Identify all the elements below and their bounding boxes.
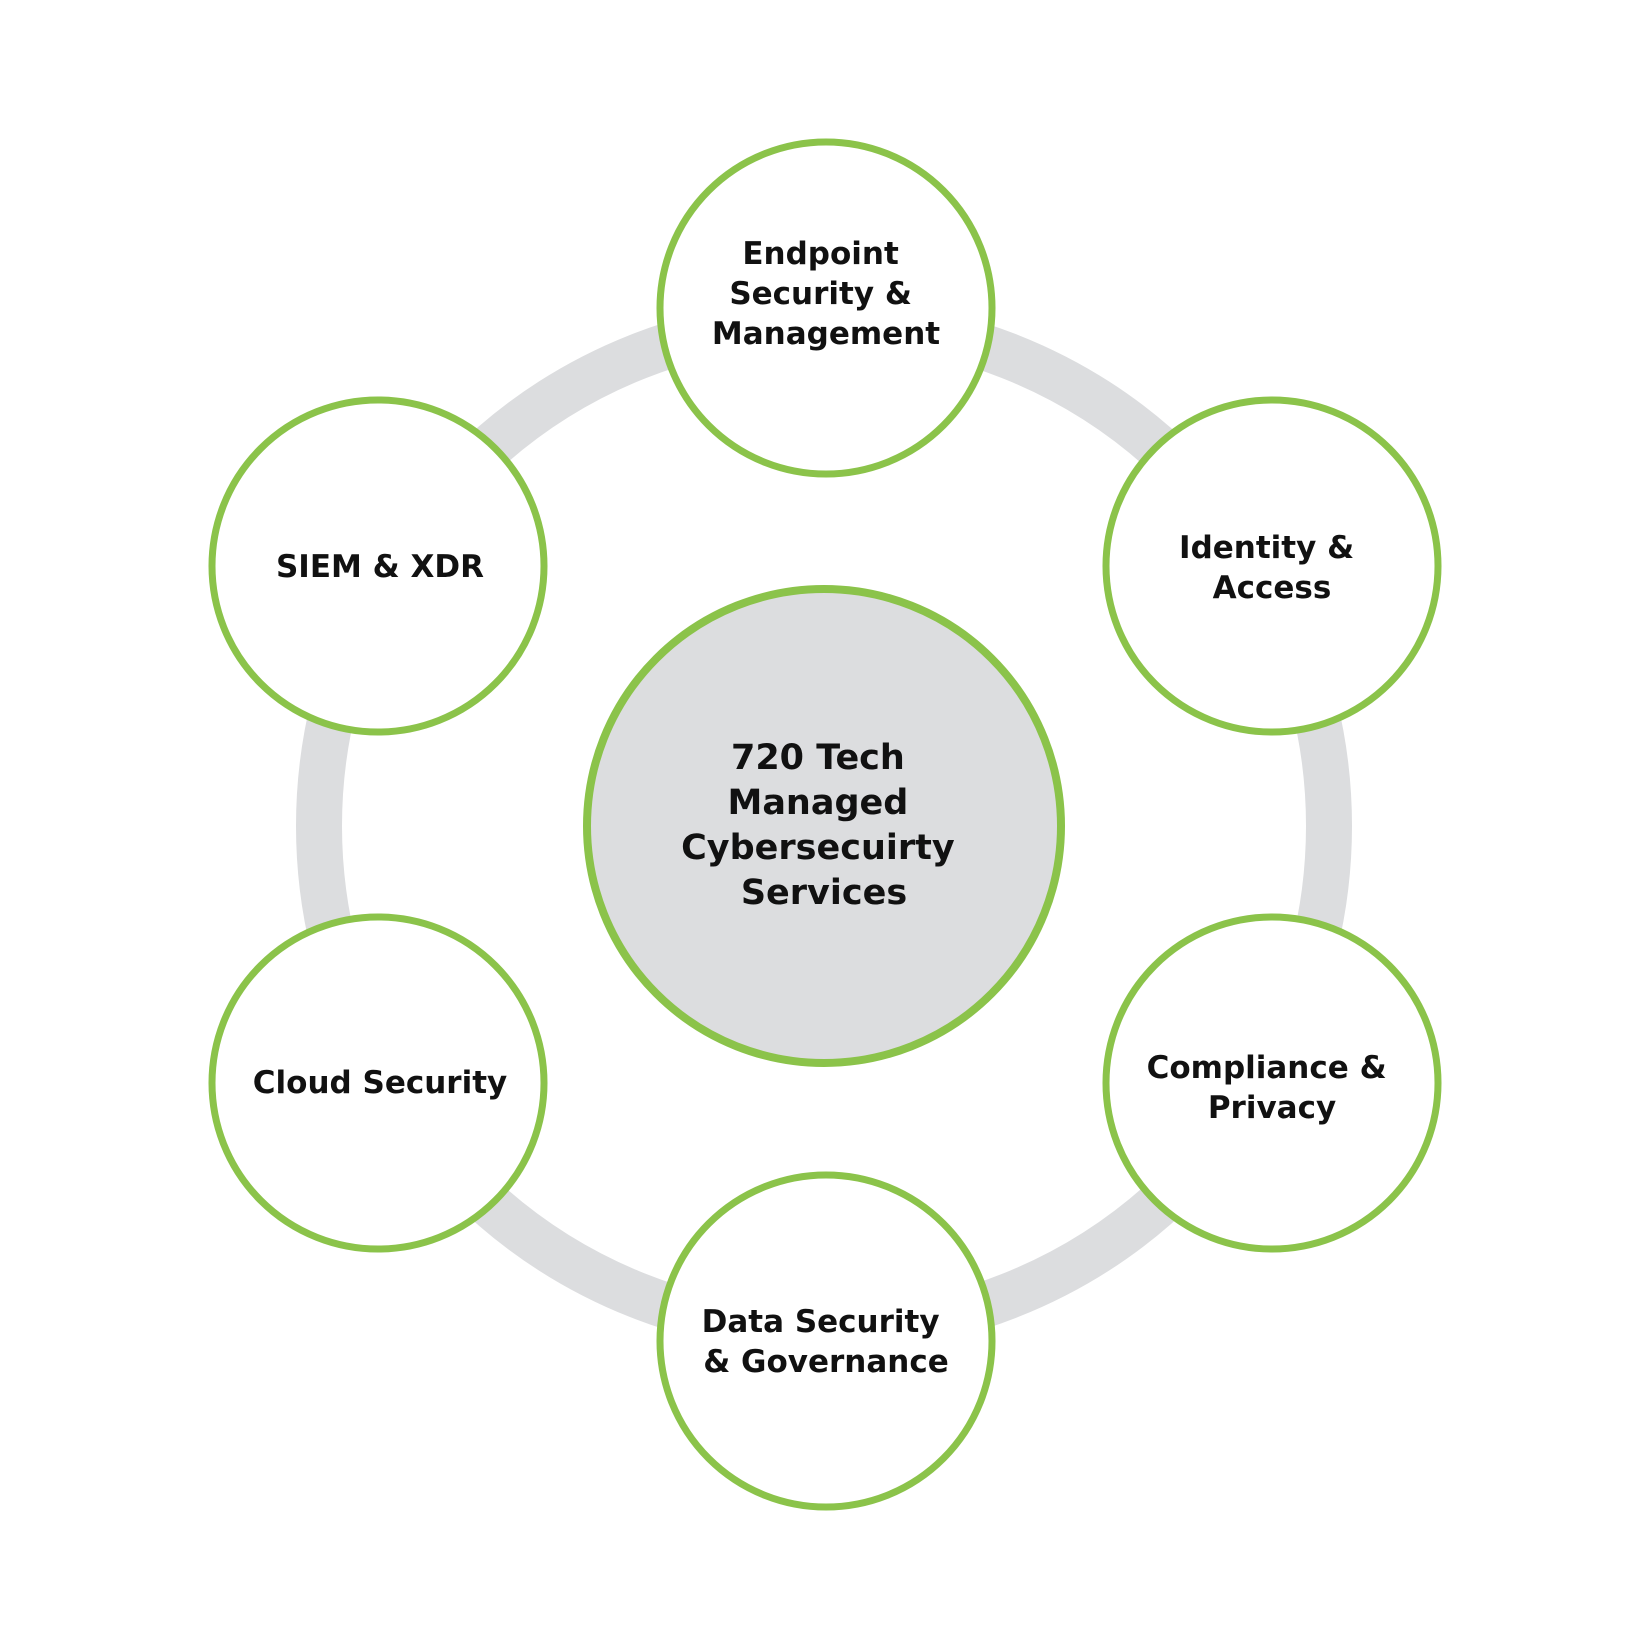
node-label-line: SIEM & XDR <box>276 549 484 585</box>
node-circle <box>208 913 548 1253</box>
node-label-line: Management <box>712 316 940 352</box>
node-label-line: & Governance <box>703 1344 949 1380</box>
node-label-line: Security & <box>729 276 912 312</box>
node-label: Compliance & Privacy <box>1147 1050 1398 1126</box>
node-compliance-privacy: Compliance & Privacy <box>1102 913 1442 1253</box>
node-label-line: Access <box>1213 570 1332 606</box>
node-label: SIEM & XDR <box>276 549 484 585</box>
node-circle <box>1102 396 1442 736</box>
node-identity-access: Identity & Access <box>1102 396 1442 736</box>
node-label-line: Privacy <box>1208 1090 1336 1126</box>
node-circle <box>656 138 996 478</box>
node-circle <box>1102 913 1442 1253</box>
node-circle <box>656 1171 996 1511</box>
node-label-line: Compliance & <box>1147 1050 1387 1086</box>
center-label-line: 720 Tech <box>731 738 905 778</box>
node-label: Identity & Access <box>1179 530 1365 606</box>
node-label-line: Data Security <box>702 1304 940 1340</box>
node-label: Data Security & Governance <box>702 1304 951 1380</box>
node-label-line: Endpoint <box>742 236 899 272</box>
center-label-line: Cybersecuirty <box>681 828 955 868</box>
node-label-line: Cloud Security <box>253 1065 507 1101</box>
center-node: 720 Tech Managed Cybersecuirty Services <box>583 585 1065 1067</box>
node-cloud-security: Cloud Security <box>208 913 548 1253</box>
node-data-security-governance: Data Security & Governance <box>656 1171 996 1511</box>
center-circle <box>583 585 1065 1067</box>
node-label-line: Identity & <box>1179 530 1354 566</box>
center-label: 720 Tech Managed Cybersecuirty Services <box>681 738 967 913</box>
node-endpoint-security: Endpoint Security & Management <box>656 138 996 478</box>
center-label-line: Services <box>741 873 907 913</box>
node-siem-xdr: SIEM & XDR <box>208 396 548 736</box>
node-label: Endpoint Security & Management <box>712 236 940 352</box>
node-circle <box>208 396 548 736</box>
center-label-line: Managed <box>727 783 908 823</box>
node-label: Cloud Security <box>253 1065 507 1101</box>
